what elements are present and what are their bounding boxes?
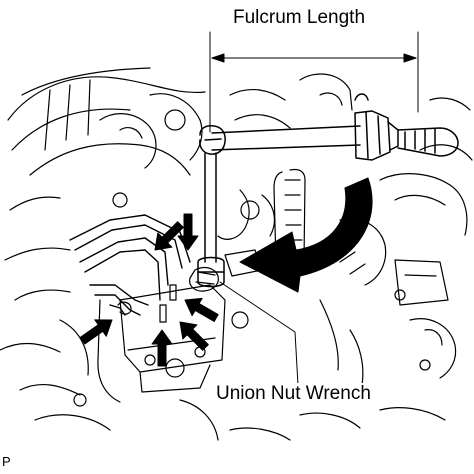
- fulcrum-dimension: [209, 31, 419, 133]
- figure-code: P: [2, 454, 11, 469]
- union-nut-wrench-leader: [219, 281, 299, 386]
- fulcrum-length-label: Fulcrum Length: [230, 8, 369, 27]
- torque-wrench: [199, 93, 459, 161]
- indicator-arrow: [184, 297, 219, 322]
- indicator-arrow: [154, 221, 184, 251]
- engine-background-lines: [0, 67, 473, 441]
- union-nut-wrench-bar: [197, 152, 225, 288]
- indicator-arrow: [79, 319, 113, 345]
- indicator-arrow: [177, 213, 199, 251]
- indicator-arrow: [179, 321, 209, 351]
- union-nut-wrench-label: Union Nut Wrench: [213, 383, 374, 404]
- indicator-arrow: [151, 329, 173, 367]
- indicator-arrows: [79, 213, 219, 367]
- rotation-arrow: [239, 177, 373, 293]
